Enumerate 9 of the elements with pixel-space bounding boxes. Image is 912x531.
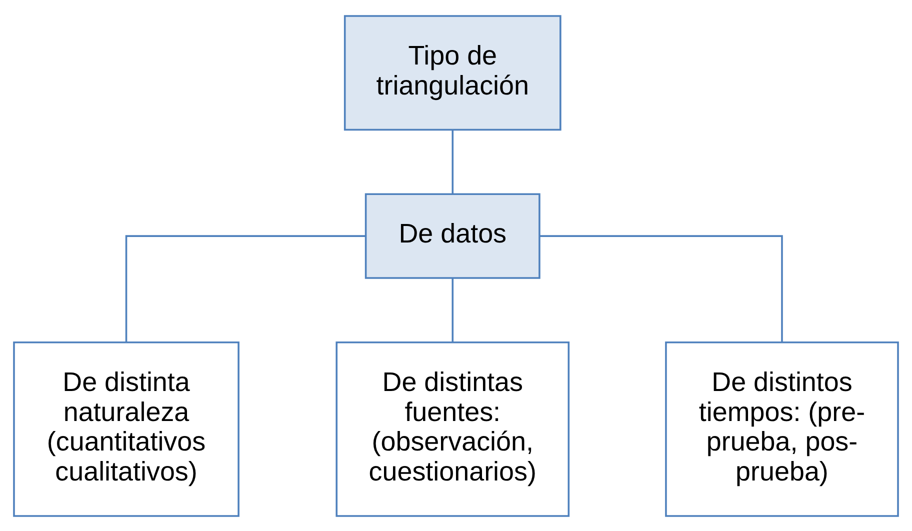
node-box: De datos: [364, 192, 540, 278]
connector: [540, 234, 783, 342]
node-box: Tipo de triangulación: [344, 14, 562, 130]
node-box: De distinta naturaleza (cuantitativos cualitativos): [13, 340, 240, 516]
connector: [125, 234, 366, 342]
connector: [452, 278, 454, 342]
node-box: De distintas fuentes: (observación, cuestionarios): [336, 340, 570, 516]
connector: [452, 129, 454, 194]
node-box: De distintos tiempos: (pre-prueba, pos-prueba): [665, 340, 899, 516]
